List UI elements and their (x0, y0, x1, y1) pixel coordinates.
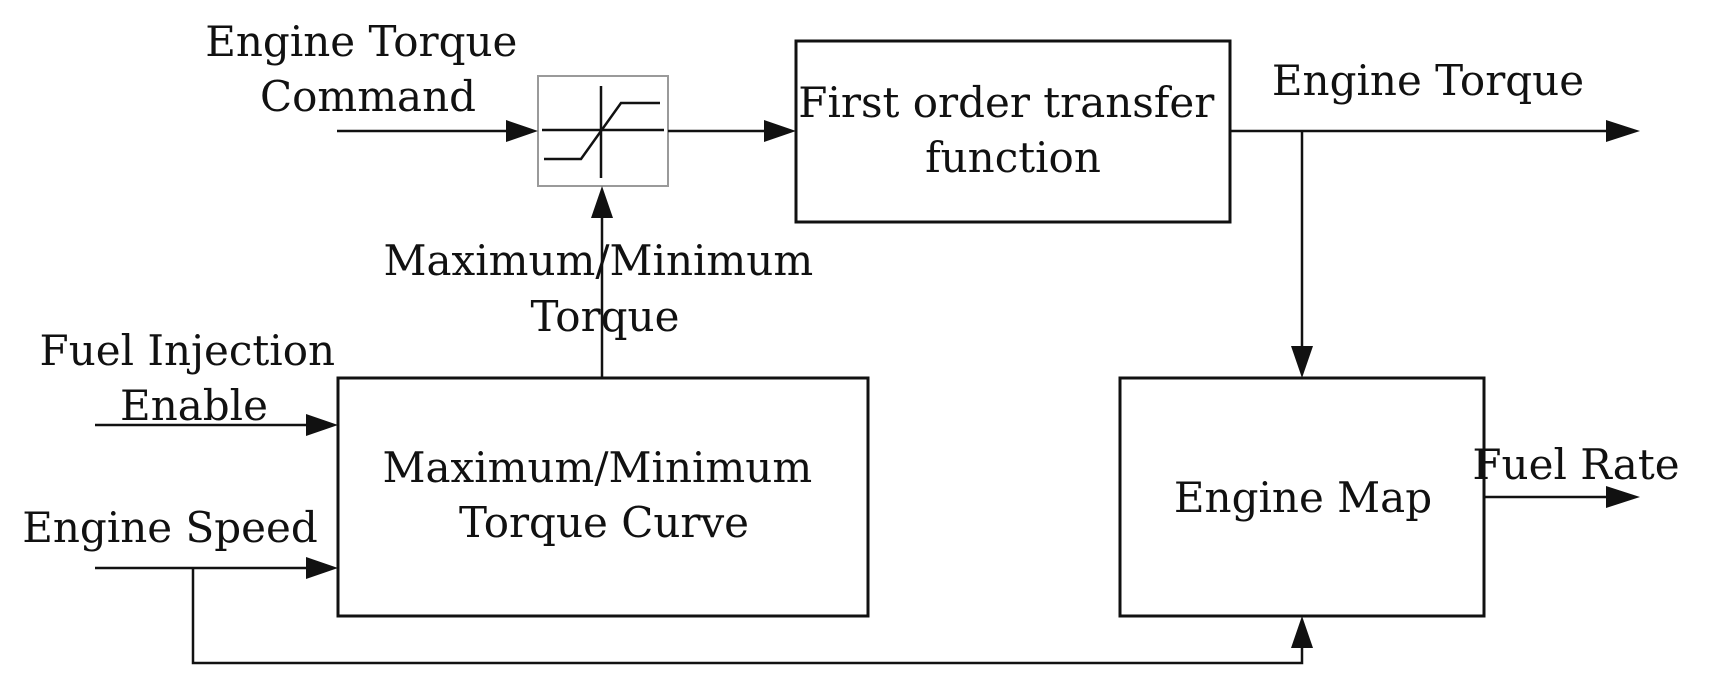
engine-speed-label: Engine Speed (22, 503, 318, 552)
engine-speed-branch-line (191, 568, 1304, 665)
engine-torque-branch-arrowhead (1291, 346, 1313, 378)
max-min-torque-signal-label: Maximum/Minimum Torque (384, 236, 827, 341)
torque-command-arrowhead (506, 120, 538, 142)
engine-torque-output-label: Engine Torque (1272, 56, 1584, 105)
saturation-symbol-icon (542, 86, 664, 178)
engine-torque-arrowhead (1606, 120, 1640, 142)
engine-speed-arrowhead (306, 557, 338, 579)
fuel-rate-arrowhead (1606, 486, 1640, 508)
engine-torque-command-label: Engine Torque Command (205, 17, 531, 121)
max-min-torque-arrowhead (591, 186, 613, 218)
fuel-injection-enable-label: Fuel Injection Enable (40, 326, 349, 430)
engine-speed-branch-arrowhead (1291, 616, 1313, 648)
fuel-injection-enable-arrowhead (306, 414, 338, 436)
first-order-transfer-function-block (794, 39, 1232, 224)
saturated-torque-arrowhead (764, 120, 796, 142)
transfer-function-label: First order transfer function (798, 78, 1227, 182)
fuel-rate-label: Fuel Rate (1472, 440, 1679, 489)
torque-curve-label: Maximum/Minimum Torque Curve (383, 443, 826, 547)
max-min-torque-curve-block (336, 376, 870, 618)
engine-map-label: Engine Map (1174, 473, 1432, 522)
